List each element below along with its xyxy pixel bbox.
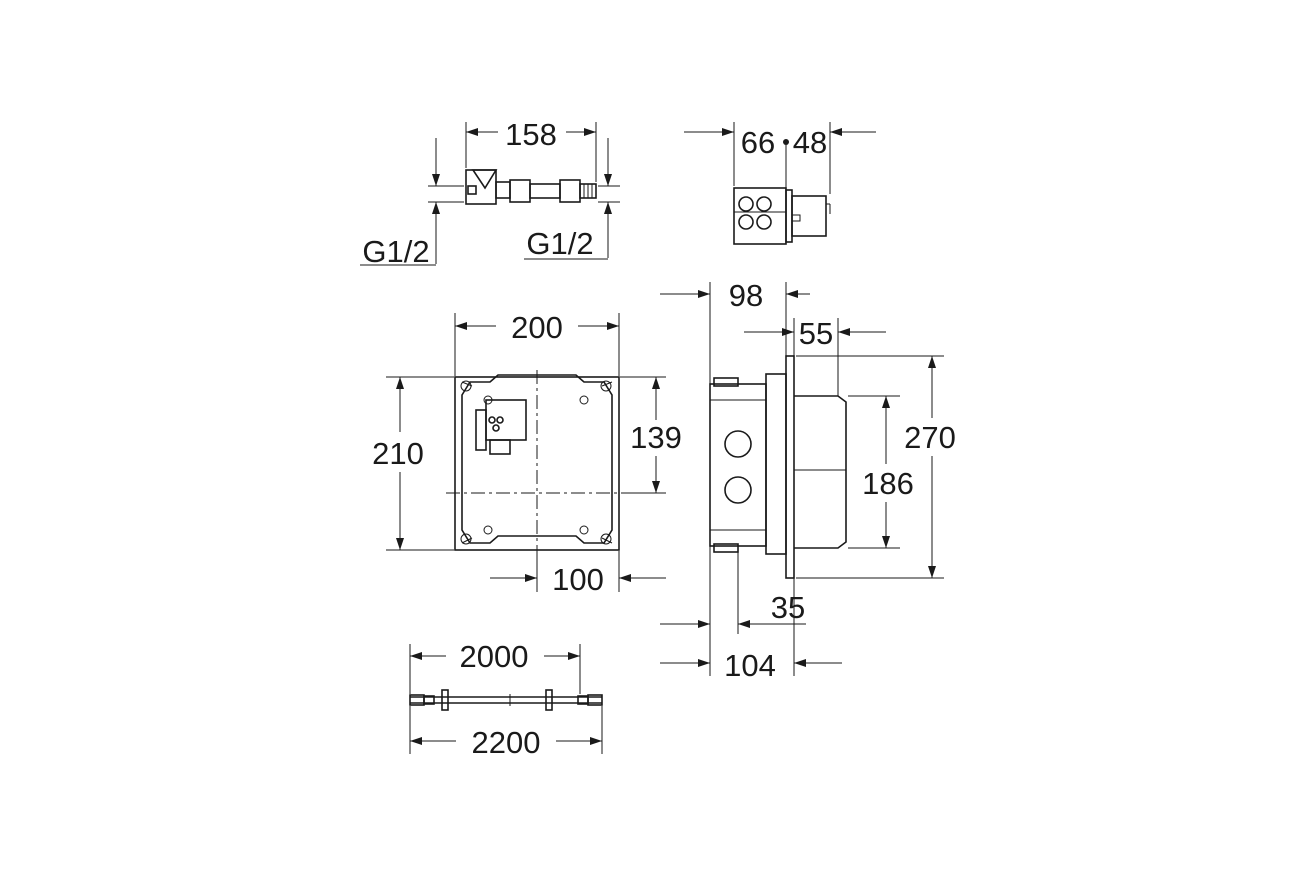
dim-thread-right: G1/2 bbox=[526, 226, 593, 261]
dim-box-height: 210 bbox=[372, 436, 424, 471]
dim-box-width: 200 bbox=[511, 310, 563, 345]
dim-side-depth-total: 98 bbox=[729, 278, 763, 313]
dim-top-depth-a: 66 bbox=[741, 125, 775, 160]
box-front-view: 200 210 139 100 bbox=[372, 310, 682, 597]
dim-cable-length-inner: 2000 bbox=[460, 639, 529, 674]
valve-assembly-view: 158 G1/2 G1/2 bbox=[360, 117, 620, 269]
dim-top-depth-b: 48 bbox=[793, 125, 827, 160]
dim-inner-height: 139 bbox=[630, 420, 682, 455]
dim-cable-length-outer: 2200 bbox=[472, 725, 541, 760]
valve-body bbox=[465, 169, 597, 205]
dim-valve-length: 158 bbox=[505, 117, 557, 152]
dim-side-height: 270 bbox=[904, 420, 956, 455]
box-top-view: 66 48 bbox=[684, 122, 876, 245]
cable-view: 2000 2200 bbox=[409, 639, 603, 760]
dim-side-min-depth: 35 bbox=[771, 590, 805, 625]
dim-side-max-depth: 104 bbox=[724, 648, 776, 683]
box-side-view: 98 55 270 186 35 104 bbox=[660, 278, 956, 683]
dim-side-inner-height: 186 bbox=[862, 466, 914, 501]
dim-thread-left: G1/2 bbox=[362, 234, 429, 269]
dim-center-offset: 100 bbox=[552, 562, 604, 597]
dim-side-flange-depth: 55 bbox=[799, 316, 833, 351]
